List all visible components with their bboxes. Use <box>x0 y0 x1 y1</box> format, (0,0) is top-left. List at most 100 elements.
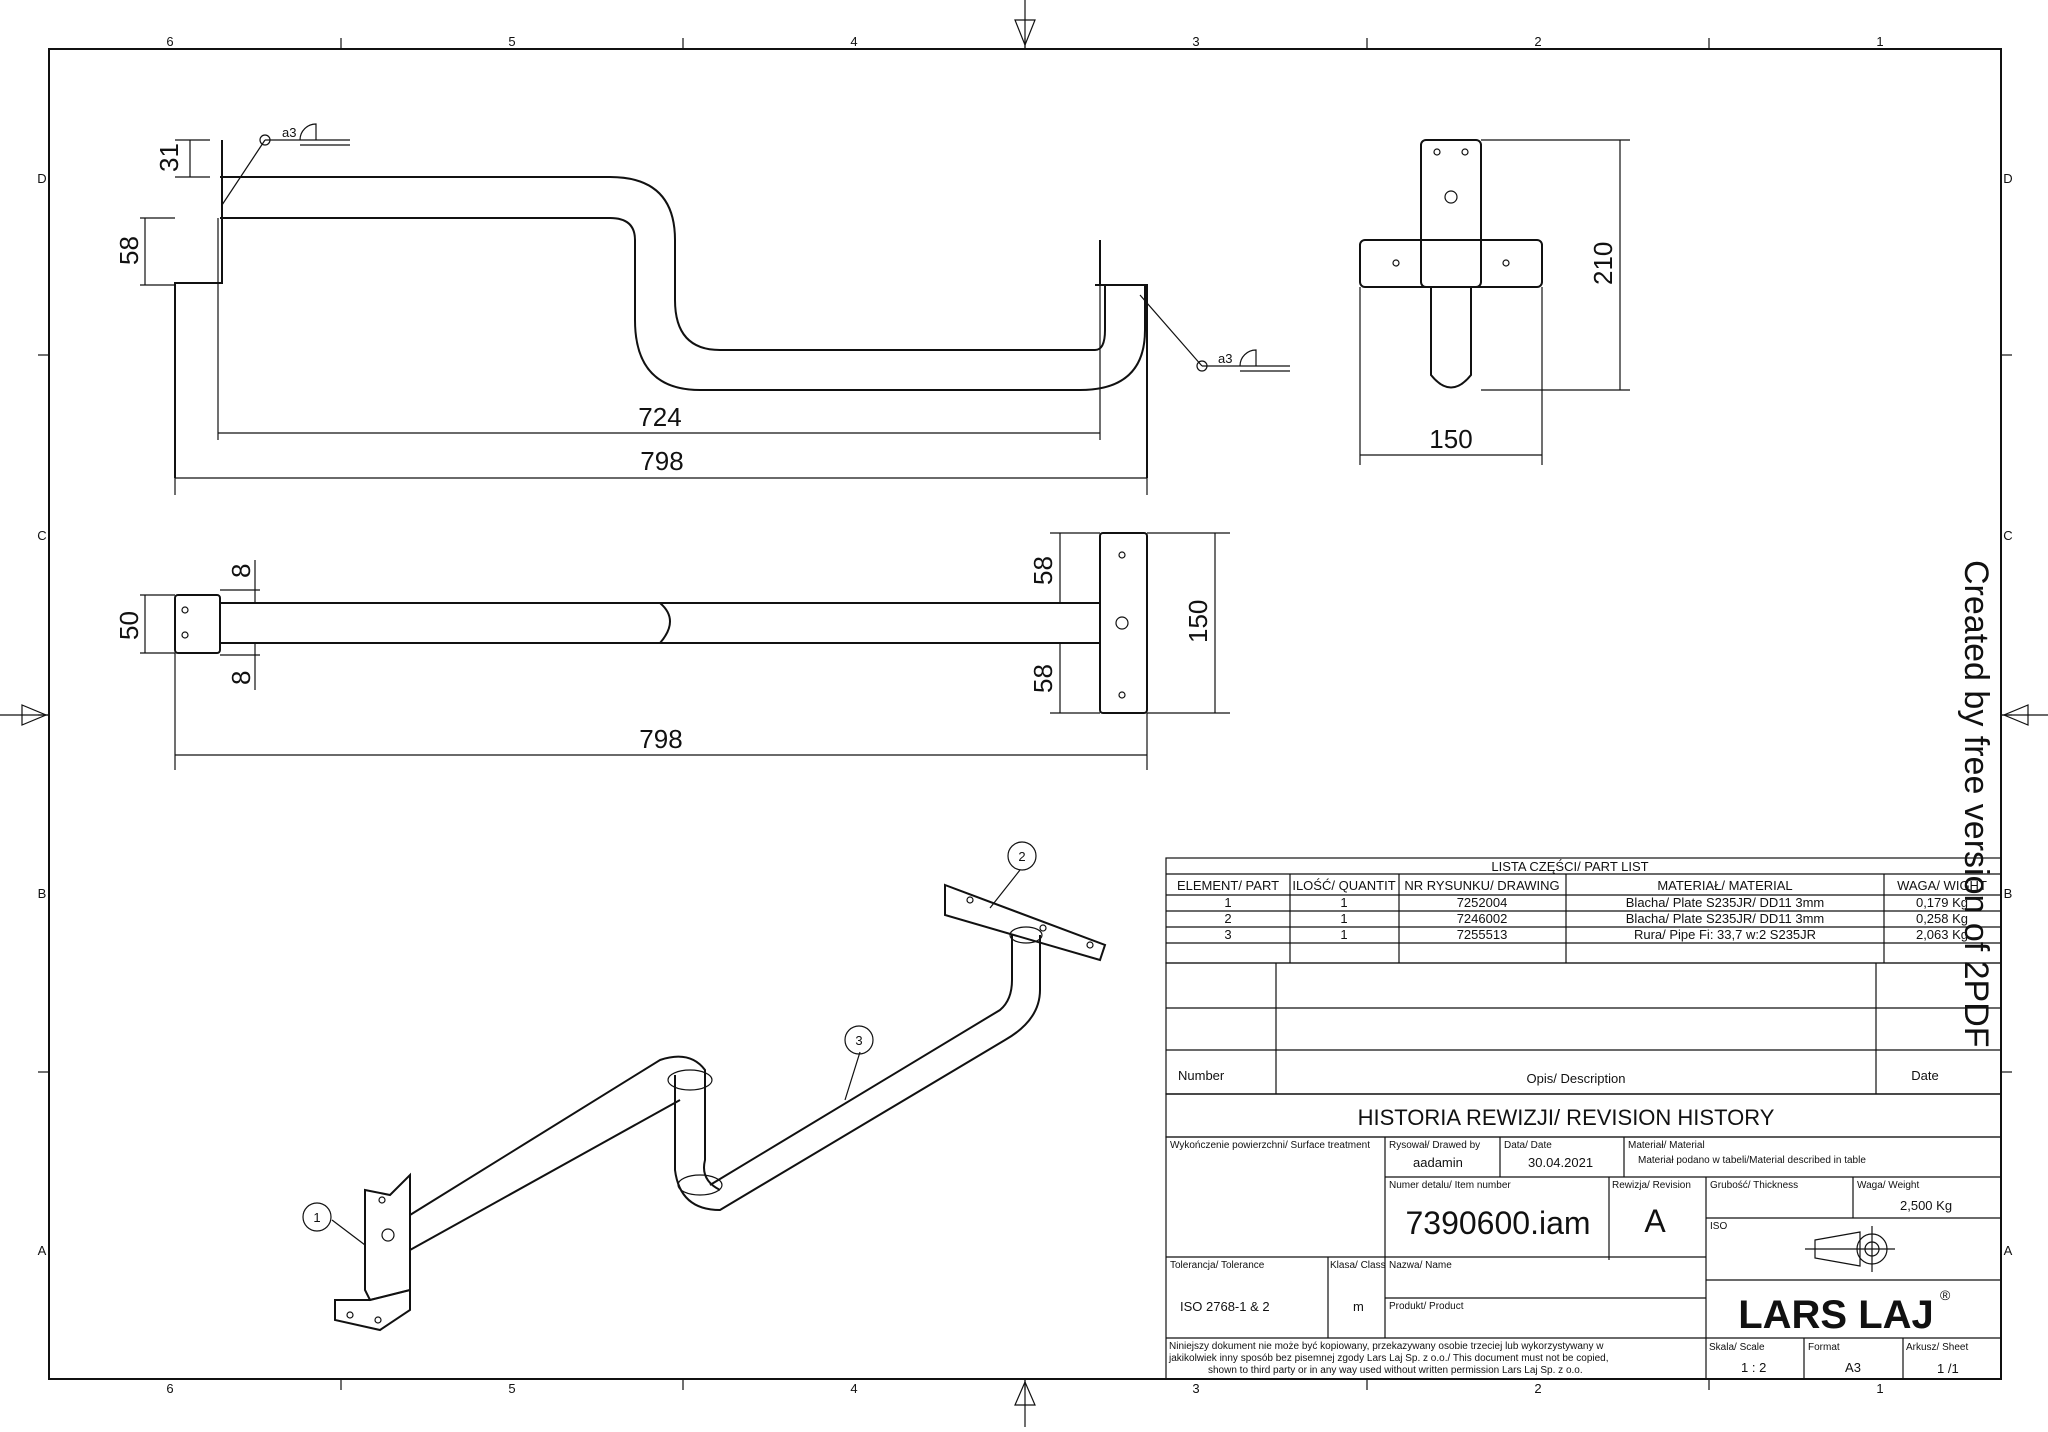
dim-210: 210 <box>1588 242 1618 285</box>
end-view-dimension-lines <box>1359 139 1630 465</box>
col-label-4-bottom: 4 <box>850 1381 857 1396</box>
parts-list-grid <box>1165 857 2002 964</box>
part-row-1-drawing: 7252004 <box>1457 895 1508 910</box>
tolerance-label: Tolerancja/ Tolerance <box>1170 1260 1265 1271</box>
row-label-a-right: A <box>2004 1243 2013 1258</box>
dim-50: 50 <box>114 611 144 640</box>
company-registered-mark: ® <box>1940 1287 1951 1303</box>
part-row-2-qty: 1 <box>1340 911 1347 926</box>
parts-header-quantity: ILOŚĆ/ QUANTIT <box>1292 878 1395 893</box>
balloon-3-circle <box>844 1025 874 1055</box>
row-label-b-right: B <box>2004 886 2013 901</box>
part-row-3-drawing: 7255513 <box>1457 927 1508 942</box>
sheet-label: Arkusz/ Sheet <box>1906 1342 1968 1353</box>
part-row-2-drawing: 7246002 <box>1457 911 1508 926</box>
part-row-2-weight: 0,258 Kg <box>1916 911 1968 926</box>
top-view-dimension-lines <box>140 532 1230 770</box>
part-row-1-material: Blacha/ Plate S235JR/ DD11 3mm <box>1626 895 1824 910</box>
drawing-frame <box>48 48 2002 1380</box>
dim-150-end: 150 <box>1429 424 1472 454</box>
date-label: Data/ Date <box>1504 1140 1552 1151</box>
row-label-a-left: A <box>38 1243 47 1258</box>
col-label-3-top: 3 <box>1192 34 1199 49</box>
balloon-2-circle <box>1007 841 1037 871</box>
isometric-view <box>334 883 1107 1332</box>
part-row-1-part: 1 <box>1224 895 1231 910</box>
dim-31: 31 <box>154 143 184 172</box>
dim-798-top: 798 <box>639 724 682 754</box>
row-label-c-left: C <box>37 528 46 543</box>
scale-value: 1 : 2 <box>1741 1360 1766 1375</box>
weight-value: 2,500 Kg <box>1900 1198 1952 1213</box>
col-label-1-top: 1 <box>1876 34 1883 49</box>
dim-798-side: 798 <box>640 446 683 476</box>
revision-date-label: Date <box>1911 1068 1938 1083</box>
part-row-2-material: Blacha/ Plate S235JR/ DD11 3mm <box>1626 911 1824 926</box>
col-label-6-top: 6 <box>166 34 173 49</box>
dim-58-side: 58 <box>114 236 144 265</box>
balloon-1-circle <box>302 1202 332 1232</box>
watermark: Created by free version of 2PDF <box>1957 560 1995 1048</box>
title-block-grid <box>1165 1136 2002 1380</box>
part-row-3-material: Rura/ Pipe Fi: 33,7 w:2 S235JR <box>1634 927 1816 942</box>
part-row-3-weight: 2,063 Kg <box>1916 927 1968 942</box>
sheet-value: 1 /1 <box>1937 1361 1959 1376</box>
balloon-2: 2 <box>1018 849 1025 864</box>
class-label: Klasa/ Class <box>1330 1260 1386 1271</box>
row-label-b-left: B <box>38 886 47 901</box>
revision-description-label: Opis/ Description <box>1527 1071 1626 1086</box>
revision-value: A <box>1644 1203 1666 1239</box>
thickness-label: Grubość/ Thickness <box>1710 1180 1798 1191</box>
format-value: A3 <box>1845 1360 1861 1375</box>
notice-line-1: Niniejszy dokument nie może być kopiowan… <box>1169 1341 1604 1352</box>
projection-symbol-icon <box>1805 1226 1895 1272</box>
col-label-5-bottom: 5 <box>508 1381 515 1396</box>
parts-header-material: MATERIAŁ/ MATERIAL <box>1657 878 1792 893</box>
dim-8-top: 8 <box>226 564 256 578</box>
tolerance-value: ISO 2768-1 & 2 <box>1180 1299 1270 1314</box>
company-logo: LARS LAJ <box>1738 1293 1934 1337</box>
balloon-leaders <box>331 869 1021 1246</box>
col-label-6-bottom: 6 <box>166 1381 173 1396</box>
top-view <box>174 532 1148 714</box>
part-row-2-part: 2 <box>1224 911 1231 926</box>
surface-treatment-label: Wykończenie powierzchni/ Surface treatme… <box>1170 1140 1370 1151</box>
dim-724: 724 <box>638 402 681 432</box>
col-label-1-bottom: 1 <box>1876 1381 1883 1396</box>
col-label-2-bottom: 2 <box>1534 1381 1541 1396</box>
class-value: m <box>1353 1299 1364 1314</box>
dim-150-top: 150 <box>1183 600 1213 643</box>
revision-number-label: Number <box>1178 1068 1225 1083</box>
weld-symbol-2 <box>1139 294 1290 372</box>
drawn-by-label: Rysował/ Drawed by <box>1389 1140 1480 1151</box>
dim-58-upper: 58 <box>1028 556 1058 585</box>
dim-58-lower: 58 <box>1028 664 1058 693</box>
balloon-3: 3 <box>855 1033 862 1048</box>
col-label-4-top: 4 <box>850 34 857 49</box>
weld-label-1: a3 <box>282 125 296 140</box>
drawn-by-value: aadamin <box>1413 1155 1463 1170</box>
material-value: Materiał podano w tabeli/Material descri… <box>1638 1155 1866 1166</box>
dim-8-bottom: 8 <box>226 671 256 685</box>
revision-history-title: HISTORIA REWIZJI/ REVISION HISTORY <box>1358 1105 1775 1130</box>
notice-line-2: jakikolwiek inny sposób bez pisemnej zgo… <box>1168 1353 1609 1364</box>
weld-label-2: a3 <box>1218 351 1232 366</box>
date-value: 30.04.2021 <box>1528 1155 1593 1170</box>
end-view <box>1359 139 1543 389</box>
parts-header-weight: WAGA/ WIGHT <box>1897 878 1987 893</box>
material-label: Materiał/ Material <box>1628 1140 1705 1151</box>
row-label-c-right: C <box>2003 528 2012 543</box>
part-row-1-weight: 0,179 Kg <box>1916 895 1968 910</box>
balloon-1: 1 <box>313 1210 320 1225</box>
col-label-5-top: 5 <box>508 34 515 49</box>
notice-line-3: shown to third party or in any way used … <box>1208 1365 1583 1376</box>
product-label: Produkt/ Product <box>1389 1301 1464 1312</box>
weight-label: Waga/ Weight <box>1857 1180 1919 1191</box>
row-label-d-right: D <box>2003 171 2012 186</box>
item-number-label: Numer detalu/ Item number <box>1389 1180 1511 1191</box>
part-row-3-qty: 1 <box>1340 927 1347 942</box>
parts-header-drawing: NR RYSUNKU/ DRAWING <box>1404 878 1559 893</box>
row-label-d-left: D <box>37 171 46 186</box>
